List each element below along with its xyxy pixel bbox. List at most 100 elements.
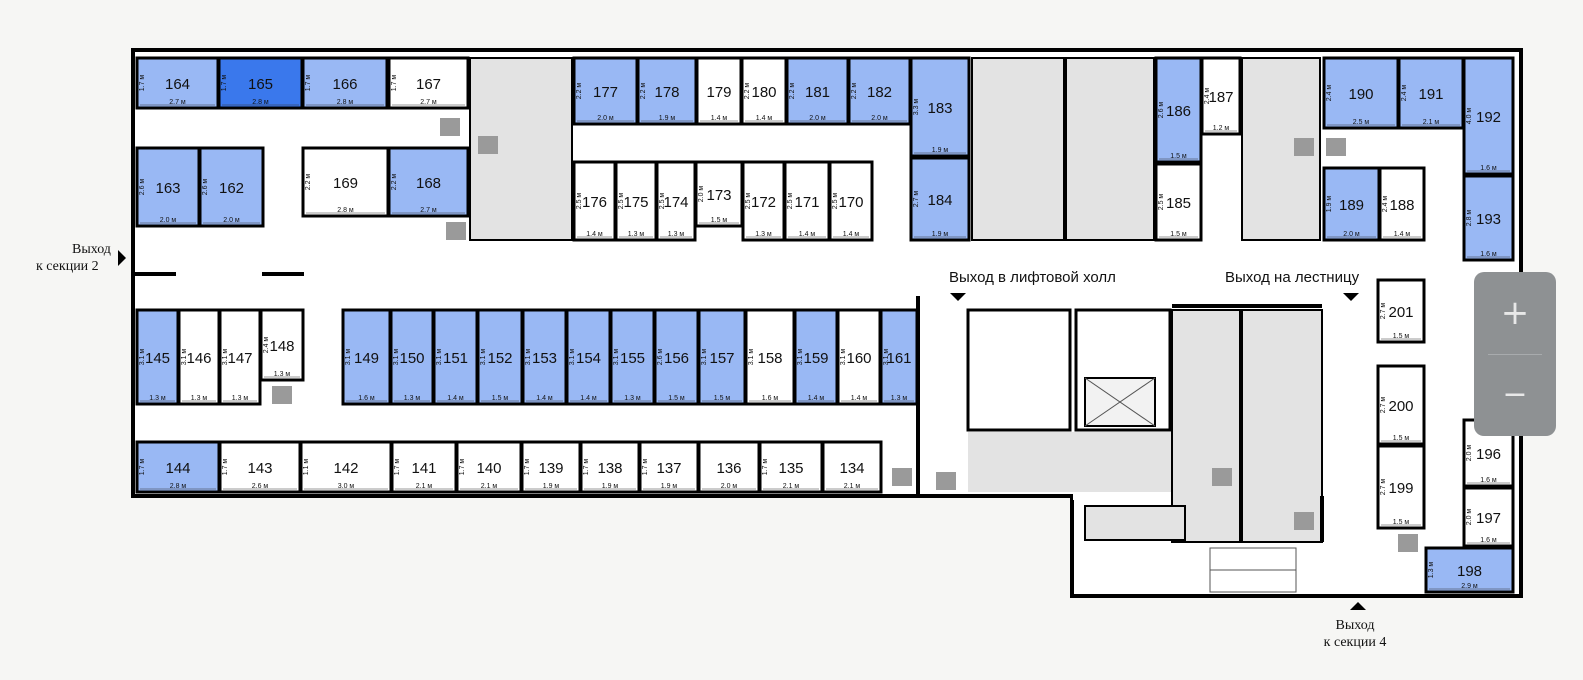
unit-157-area[interactable] — [697, 308, 747, 406]
unit-139-area[interactable] — [520, 440, 582, 494]
unit-164-area[interactable] — [135, 56, 220, 110]
unit-173-area[interactable] — [694, 160, 744, 228]
unit-168-area[interactable] — [387, 146, 470, 218]
unit-171-area[interactable] — [783, 160, 831, 242]
exit-stairs-arrow[interactable] — [1343, 293, 1359, 301]
unit-179-area[interactable] — [695, 56, 743, 126]
unit-162-area[interactable] — [198, 146, 265, 228]
unit-192-area[interactable] — [1462, 56, 1515, 176]
exit-section-2-arrow[interactable] — [118, 250, 126, 266]
unit-187-area[interactable] — [1200, 56, 1242, 136]
unit-143-area[interactable] — [218, 440, 302, 494]
unit-166-area[interactable] — [301, 56, 389, 110]
unit-197-area[interactable] — [1462, 486, 1515, 548]
unit-142-area[interactable] — [299, 440, 393, 494]
unit-200-area[interactable] — [1376, 364, 1426, 446]
unit-185-area[interactable] — [1154, 162, 1203, 242]
unit-136-area[interactable] — [697, 440, 761, 494]
unit-169-area[interactable] — [301, 146, 390, 218]
unit-198-area[interactable] — [1424, 546, 1515, 594]
unit-172-area[interactable] — [741, 160, 786, 242]
unit-148-area[interactable] — [259, 308, 305, 382]
unit-140-area[interactable] — [455, 440, 523, 494]
unit-189-area[interactable] — [1322, 166, 1381, 242]
unit-149-area[interactable] — [341, 308, 392, 406]
unit-199-area[interactable] — [1376, 444, 1426, 530]
unit-184-area[interactable] — [909, 156, 971, 242]
unit-201-area[interactable] — [1376, 278, 1426, 344]
unit-146-area[interactable] — [177, 308, 221, 406]
unit-167-area[interactable] — [387, 56, 470, 110]
unit-188-area[interactable] — [1378, 166, 1426, 242]
unit-181-area[interactable] — [785, 56, 850, 126]
unit-190-area[interactable] — [1322, 56, 1400, 130]
unit-134-area[interactable] — [821, 440, 883, 494]
unit-178-area[interactable] — [636, 56, 698, 126]
exit-lift-hall-arrow[interactable] — [950, 293, 966, 301]
exit-section-4-arrow[interactable] — [1350, 602, 1366, 610]
unit-138-area[interactable] — [579, 440, 641, 494]
unit-135-area[interactable] — [758, 440, 824, 494]
zoom-out-button[interactable]: − — [1502, 377, 1528, 412]
unit-193-area[interactable] — [1462, 174, 1515, 262]
unit-170-area[interactable] — [828, 160, 874, 242]
unit-183-area[interactable] — [909, 56, 971, 158]
unit-151-area[interactable] — [432, 308, 479, 406]
